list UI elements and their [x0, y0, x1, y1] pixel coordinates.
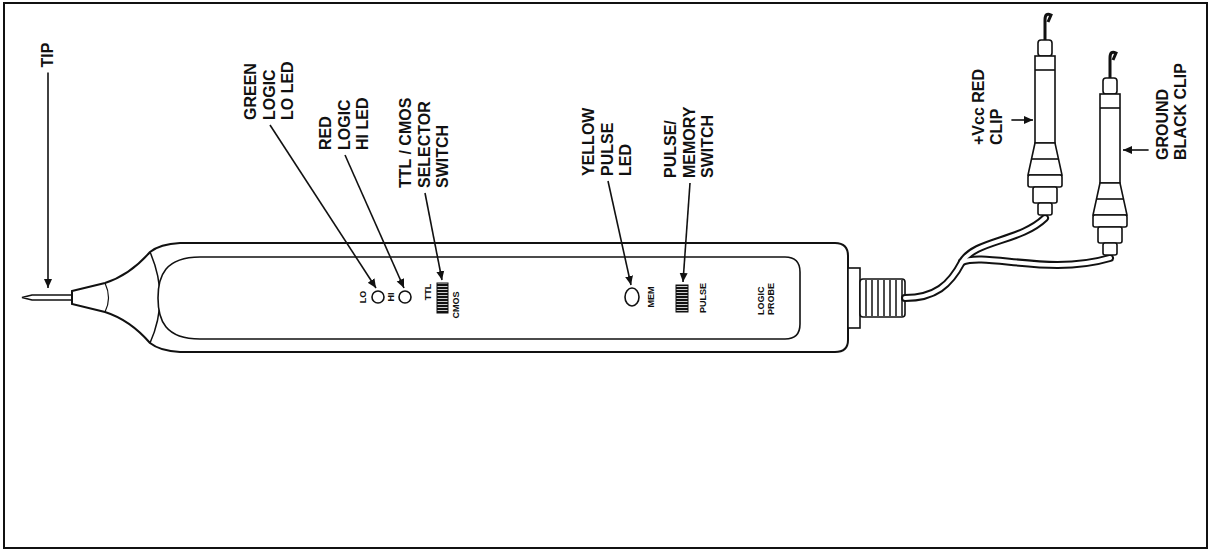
panel-marking: LOGIC PROBE [756, 279, 777, 315]
ridge-stroke [889, 280, 891, 316]
callout-label: PULSE/ MEMORY SWITCH [662, 102, 717, 178]
callout-label: GROUND BLACK CLIP [1154, 60, 1191, 160]
clip-boot [1098, 227, 1122, 243]
strain-relief [848, 268, 860, 328]
callout-label: +Vcc RED CLIP [970, 55, 1007, 145]
vcc-red-clip [1028, 14, 1062, 215]
ridge-stroke [895, 280, 897, 316]
yellow-led [625, 288, 639, 306]
clip-barrel [1035, 56, 1055, 143]
clip-plunger [1038, 40, 1052, 56]
clip-hook [1045, 14, 1051, 42]
ground-lead-core [962, 258, 1110, 265]
panel-marking: HI [386, 293, 396, 302]
callout-label: YELLOW PULSE LED [580, 104, 635, 176]
ridge-stroke [871, 280, 873, 316]
nose-seam [105, 283, 109, 312]
clip-ring [1100, 107, 1120, 109]
clip-collar [1028, 175, 1062, 187]
ttl-cmos-switch [437, 283, 448, 313]
probe-cable [905, 218, 1110, 298]
ground-black-clip [1093, 52, 1127, 255]
callout-label: RED LOGIC HI LED [317, 86, 372, 150]
clip-ring [1035, 69, 1055, 71]
leader-arrow [345, 155, 404, 288]
clip-plunger [1103, 78, 1117, 94]
green-led [372, 291, 384, 303]
clip-hook [1110, 52, 1116, 80]
clip-ring [1097, 198, 1123, 200]
clip-boot [1033, 187, 1057, 203]
callout-label: TTL / CMOS SELECTOR SWITCH [397, 92, 452, 188]
clip-collar [1093, 215, 1127, 227]
ridge-stroke [877, 280, 879, 316]
ridge-stroke [883, 280, 885, 316]
probe-tip [22, 295, 74, 300]
clip-boot-end [1103, 243, 1117, 255]
ground-lead [962, 258, 1110, 265]
panel-marking: CMOS [451, 292, 461, 319]
panel-marking: MEM [646, 287, 656, 308]
pulse-memory-switch [676, 285, 688, 312]
leader-arrow [425, 193, 442, 280]
leader-arrow [683, 183, 690, 282]
panel-marking: PULSE [698, 283, 708, 313]
panel-marking: TTL [423, 284, 433, 301]
probe-body [72, 243, 848, 352]
red-led [399, 291, 411, 303]
panel-marking: LO [358, 291, 368, 304]
test-clips [1028, 14, 1127, 255]
leader-arrow [608, 181, 631, 285]
clip-flare [1028, 143, 1062, 175]
leader-arrow [47, 72, 49, 288]
leader-arrow [1011, 119, 1033, 121]
front-panel [158, 257, 800, 339]
clip-barrel [1100, 94, 1120, 183]
clip-flare [1093, 183, 1127, 215]
callout-label: GREEN LOGIC LO LED [242, 56, 297, 120]
frame-border [4, 3, 1207, 548]
strain-relief [860, 279, 905, 317]
clip-ring [1032, 158, 1058, 160]
ridge-stroke [865, 280, 867, 316]
callout-label: TIP [39, 43, 57, 68]
leader-arrow [1123, 149, 1149, 151]
strain-relief-ridges [866, 280, 902, 316]
clip-boot-end [1038, 203, 1052, 215]
